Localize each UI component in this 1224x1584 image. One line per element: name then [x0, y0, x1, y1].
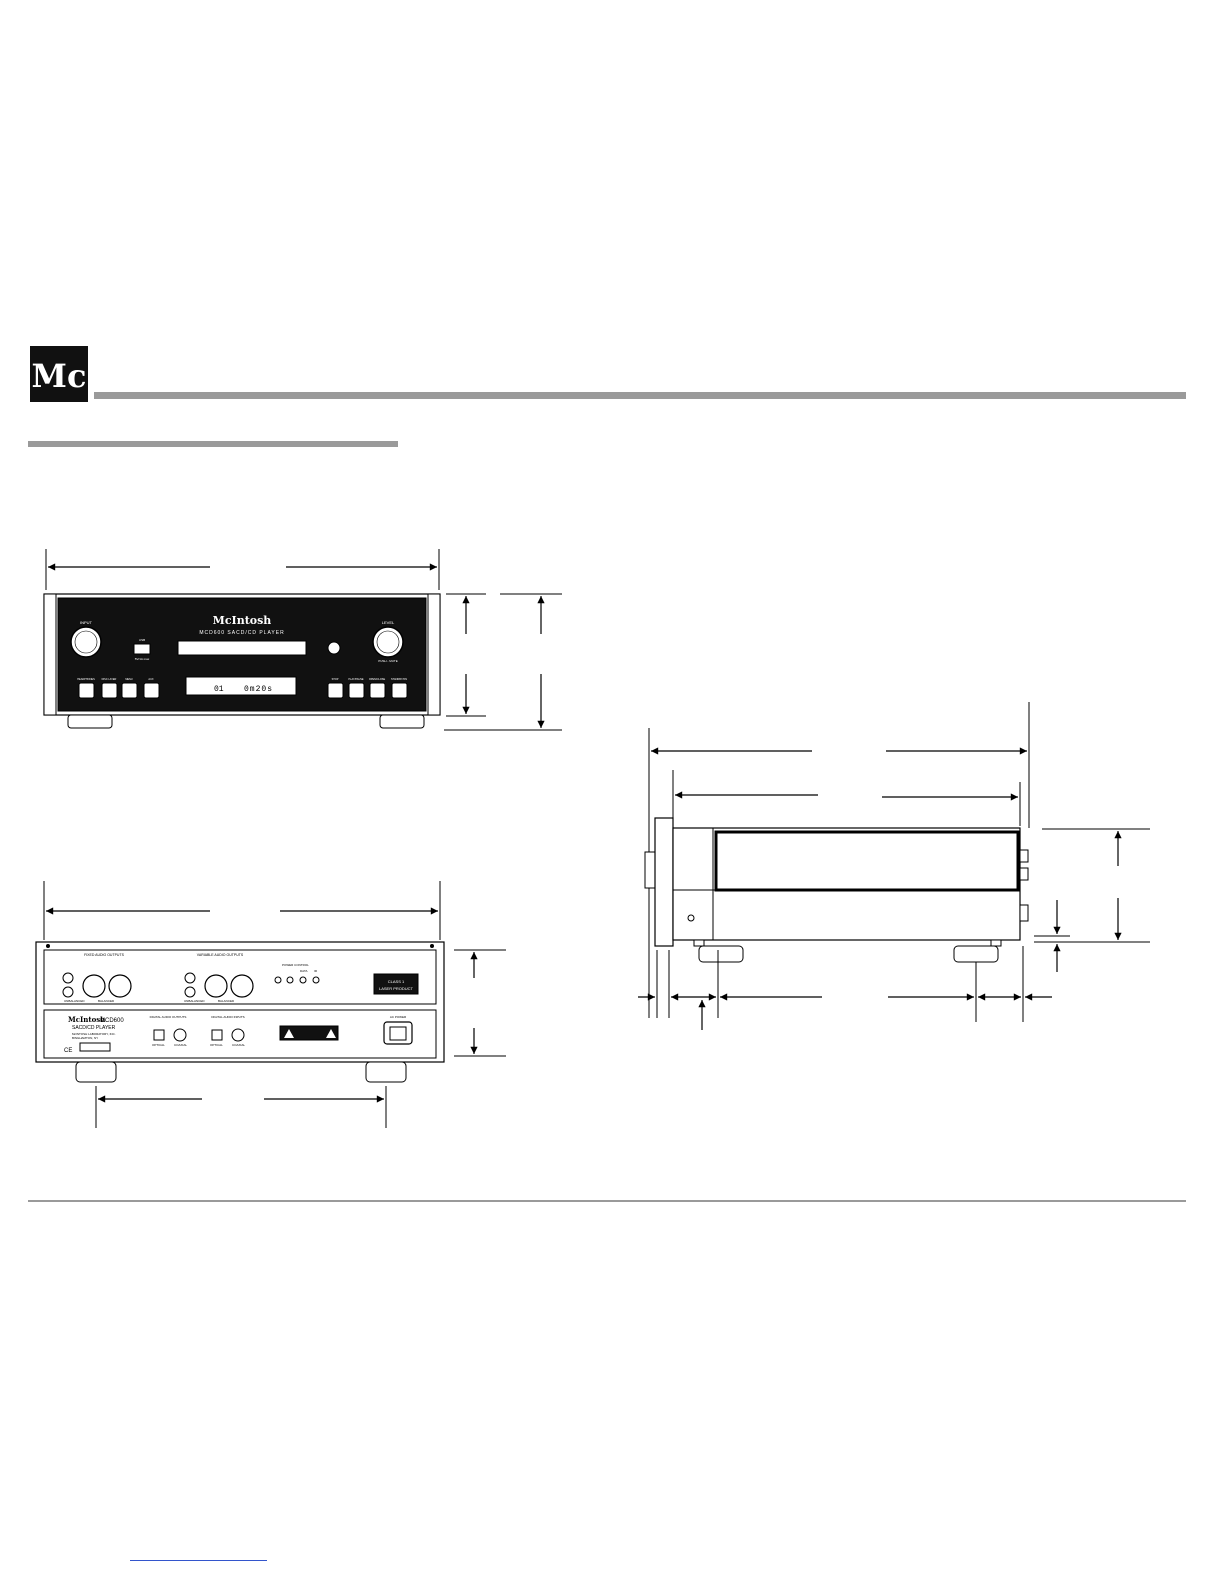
rear-view-drawing: FIXED AUDIO OUTPUTS VARIABLE AUDIO OUTPU…	[35, 881, 506, 1128]
digital-inputs-label: DIGITAL AUDIO INPUTS	[211, 1015, 244, 1019]
din-optical-label: OPTICAL	[210, 1043, 223, 1047]
btn-label-menu: MENU	[125, 678, 133, 681]
display-time: 0m20s	[244, 685, 273, 694]
rear-product: SACD/CD PLAYER	[72, 1025, 116, 1031]
front-view-drawing: McIntosh MCD600 SACD/CD PLAYER INPUT LEV…	[43, 549, 562, 731]
push-mute-label: PUSH - MUTE	[378, 659, 398, 663]
display-track: 01	[214, 685, 224, 694]
power-control-label: POWER CONTROL	[282, 963, 309, 967]
ir-label: IR	[314, 969, 318, 973]
digital-outputs-label: DIGITAL AUDIO OUTPUTS	[150, 1015, 187, 1019]
btn-label-headphones: HEADPHONES	[77, 678, 95, 681]
data-label: DATA	[300, 969, 308, 973]
fixed-outputs-label: FIXED AUDIO OUTPUTS	[84, 953, 125, 957]
usb-sub-label: 5V/1A max	[135, 657, 150, 661]
btn-label-disc-layer: DISC LAYER	[102, 678, 117, 681]
side-view-drawing	[638, 702, 1150, 1030]
fixed-unbalanced-label: UNBALANCED	[64, 999, 85, 1003]
btn-label-standby: STANDBY/ON	[391, 678, 407, 681]
header-rule	[94, 392, 1186, 399]
input-knob-label: INPUT	[80, 620, 93, 625]
fixed-balanced-label: BALANCED	[98, 999, 115, 1003]
btn-label-stop: STOP	[332, 678, 339, 681]
dout-coaxial-label: COAXIAL	[174, 1043, 187, 1047]
btn-label-open: OPEN/CLOSE	[369, 678, 386, 681]
section-rule	[28, 441, 398, 447]
mc-logo-glyph: Mc	[32, 357, 87, 395]
front-model-line: MCD600 SACD/CD PLAYER	[199, 630, 284, 636]
front-brand: McIntosh	[213, 614, 272, 627]
btn-label-aux: AUX	[148, 678, 153, 681]
var-balanced-label: BALANCED	[218, 999, 235, 1003]
ac-power-label: AC POWER	[390, 1015, 407, 1019]
laser-class-label: CLASS 1	[388, 979, 405, 984]
footer-link-underline	[130, 1560, 267, 1561]
rear-brand: McIntosh	[68, 1015, 105, 1024]
din-coaxial-label: COAXIAL	[232, 1043, 245, 1047]
dout-optical-label: OPTICAL	[152, 1043, 165, 1047]
ce-mark: CE	[64, 1048, 72, 1054]
level-knob-label: LEVEL	[382, 620, 395, 625]
rear-model: MCD600	[100, 1018, 124, 1024]
footer-rule	[28, 1200, 1186, 1202]
mcintosh-logo: Mc	[30, 346, 88, 402]
variable-outputs-label: VARIABLE AUDIO OUTPUTS	[197, 953, 244, 957]
rear-maker: McINTOSH LABORATORY, INC.	[72, 1032, 116, 1036]
btn-label-play: PLAY/PAUSE	[348, 678, 364, 681]
logo-letters: Mc	[32, 357, 87, 395]
rear-city: BINGHAMTON, NY	[72, 1036, 98, 1040]
var-unbalanced-label: UNBALANCED	[184, 999, 205, 1003]
laser-product-label: LASER PRODUCT	[379, 986, 414, 991]
usb-label: USB	[139, 638, 145, 642]
